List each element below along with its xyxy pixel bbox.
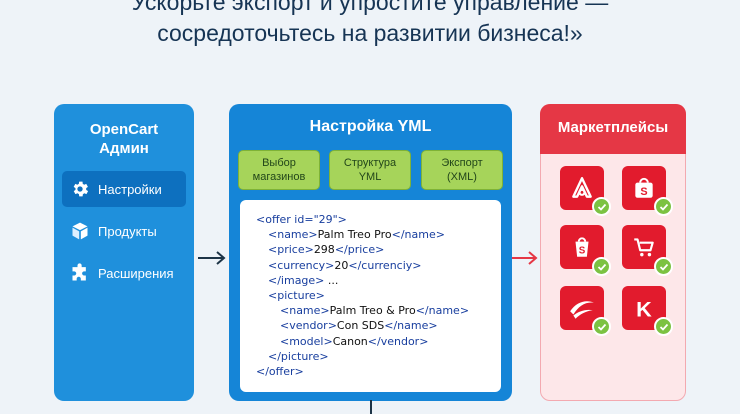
code-line: <offer id="29"> — [256, 213, 347, 226]
sidebar-item-products[interactable]: Продукты — [62, 213, 186, 249]
shop-bag-icon: S — [635, 177, 653, 198]
marketplaces-panel: Маркетплейсы S S — [540, 104, 686, 401]
sidebar-item-label: Продукты — [98, 223, 157, 239]
code-line: <name>Palm Treo & Pro</name> — [280, 304, 470, 318]
svg-text:K: K — [636, 297, 652, 321]
check-icon — [659, 203, 668, 211]
check-badge — [654, 257, 673, 276]
bottom-connector-line — [370, 400, 372, 414]
code-line: <name>Palm Treo Pro</name> — [268, 228, 445, 242]
admin-title-line-1: OpenCart — [89, 121, 159, 138]
marketplace-tile-1[interactable] — [560, 166, 604, 210]
headline-line-2: сосредоточьтесь на развитии бизнеса!» — [157, 20, 583, 46]
arch-logo-icon — [572, 177, 592, 198]
check-badge — [654, 197, 673, 216]
code-line: </image> ... — [268, 273, 339, 287]
admin-panel-title: OpenCart Админ — [54, 120, 194, 158]
check-badge — [592, 197, 611, 216]
check-icon — [597, 263, 606, 271]
k-logo-icon: K — [636, 297, 652, 321]
arrow-right-icon — [512, 251, 538, 265]
sidebar-item-label: Настройки — [98, 181, 162, 197]
svg-text:S: S — [579, 246, 586, 257]
box-icon — [72, 222, 88, 240]
yml-code-preview: <offer id="29"> <name>Palm Treo Pro</nam… — [240, 200, 501, 392]
svg-text:S: S — [640, 186, 647, 198]
check-badge — [592, 317, 611, 336]
code-line: <picture> — [268, 289, 325, 303]
check-icon — [597, 203, 606, 211]
sidebar-item-label: Расширения — [98, 265, 174, 281]
swoosh-icon — [570, 301, 594, 319]
code-line: </picture> — [268, 349, 329, 363]
shopify-icon: S — [575, 237, 589, 257]
admin-title-line-2: Админ — [99, 140, 149, 157]
check-icon — [597, 323, 606, 331]
opencart-admin-panel: OpenCart Админ Настройки Продукты Расшир… — [54, 104, 194, 401]
cart-icon — [634, 238, 654, 257]
code-line: <model>Canon</vendor> — [280, 334, 429, 348]
yml-panel-title: Настройка YML — [309, 118, 432, 135]
tab-label-line-1: Выбор — [262, 157, 296, 169]
tab-label-line-2: (XML) — [447, 171, 477, 183]
code-line: <vendor>Con SDS</name> — [280, 319, 438, 333]
tab-label-line-1: Экспорт — [441, 157, 483, 169]
check-badge — [592, 257, 611, 276]
arrow-right-icon — [198, 251, 226, 265]
check-badge — [654, 317, 673, 336]
check-icon — [659, 263, 668, 271]
tab-export-xml[interactable]: Экспорт (XML) — [421, 150, 503, 190]
code-line: <price>298</price> — [268, 243, 385, 257]
tab-label-line-1: Структура — [343, 157, 397, 169]
puzzle-icon — [72, 263, 86, 281]
sidebar-item-settings[interactable]: Настройки — [62, 171, 186, 207]
marketplaces-header: Маркетплейсы — [540, 104, 686, 154]
code-line: <currency>20</currenciy> — [268, 258, 422, 272]
marketplaces-title: Маркетплейсы — [557, 119, 669, 136]
sidebar-item-extensions[interactable]: Расширения — [62, 255, 186, 291]
check-icon — [659, 323, 668, 331]
headline-line-1: Ускорьте экспорт и упростите управление … — [131, 0, 609, 15]
tab-label-line-2: магазинов — [252, 171, 306, 183]
tab-label-line-2: YML — [358, 171, 382, 183]
code-line: </offer> — [256, 365, 304, 379]
marketplace-tile-4[interactable] — [622, 225, 666, 269]
gear-icon — [73, 181, 89, 197]
tab-store-selection[interactable]: Выбор магазинов — [238, 150, 320, 190]
